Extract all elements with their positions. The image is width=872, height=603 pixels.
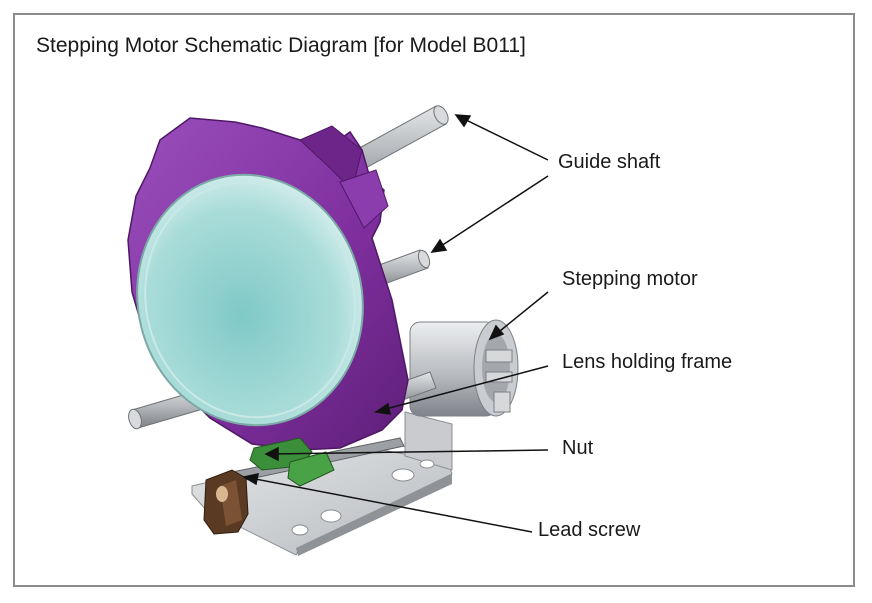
label-lead-screw: Lead screw — [538, 519, 641, 541]
leader-lines — [241, 114, 549, 533]
lens — [136, 173, 364, 427]
label-stepping-motor: Stepping motor — [562, 268, 698, 290]
diagram-title: Stepping Motor Schematic Diagram [for Mo… — [36, 34, 526, 57]
label-lens-holding-frame: Lens holding frame — [562, 351, 733, 373]
stepping-motor — [409, 319, 519, 417]
label-nut: Nut — [562, 437, 594, 459]
label-guide-shaft: Guide shaft — [558, 151, 661, 173]
